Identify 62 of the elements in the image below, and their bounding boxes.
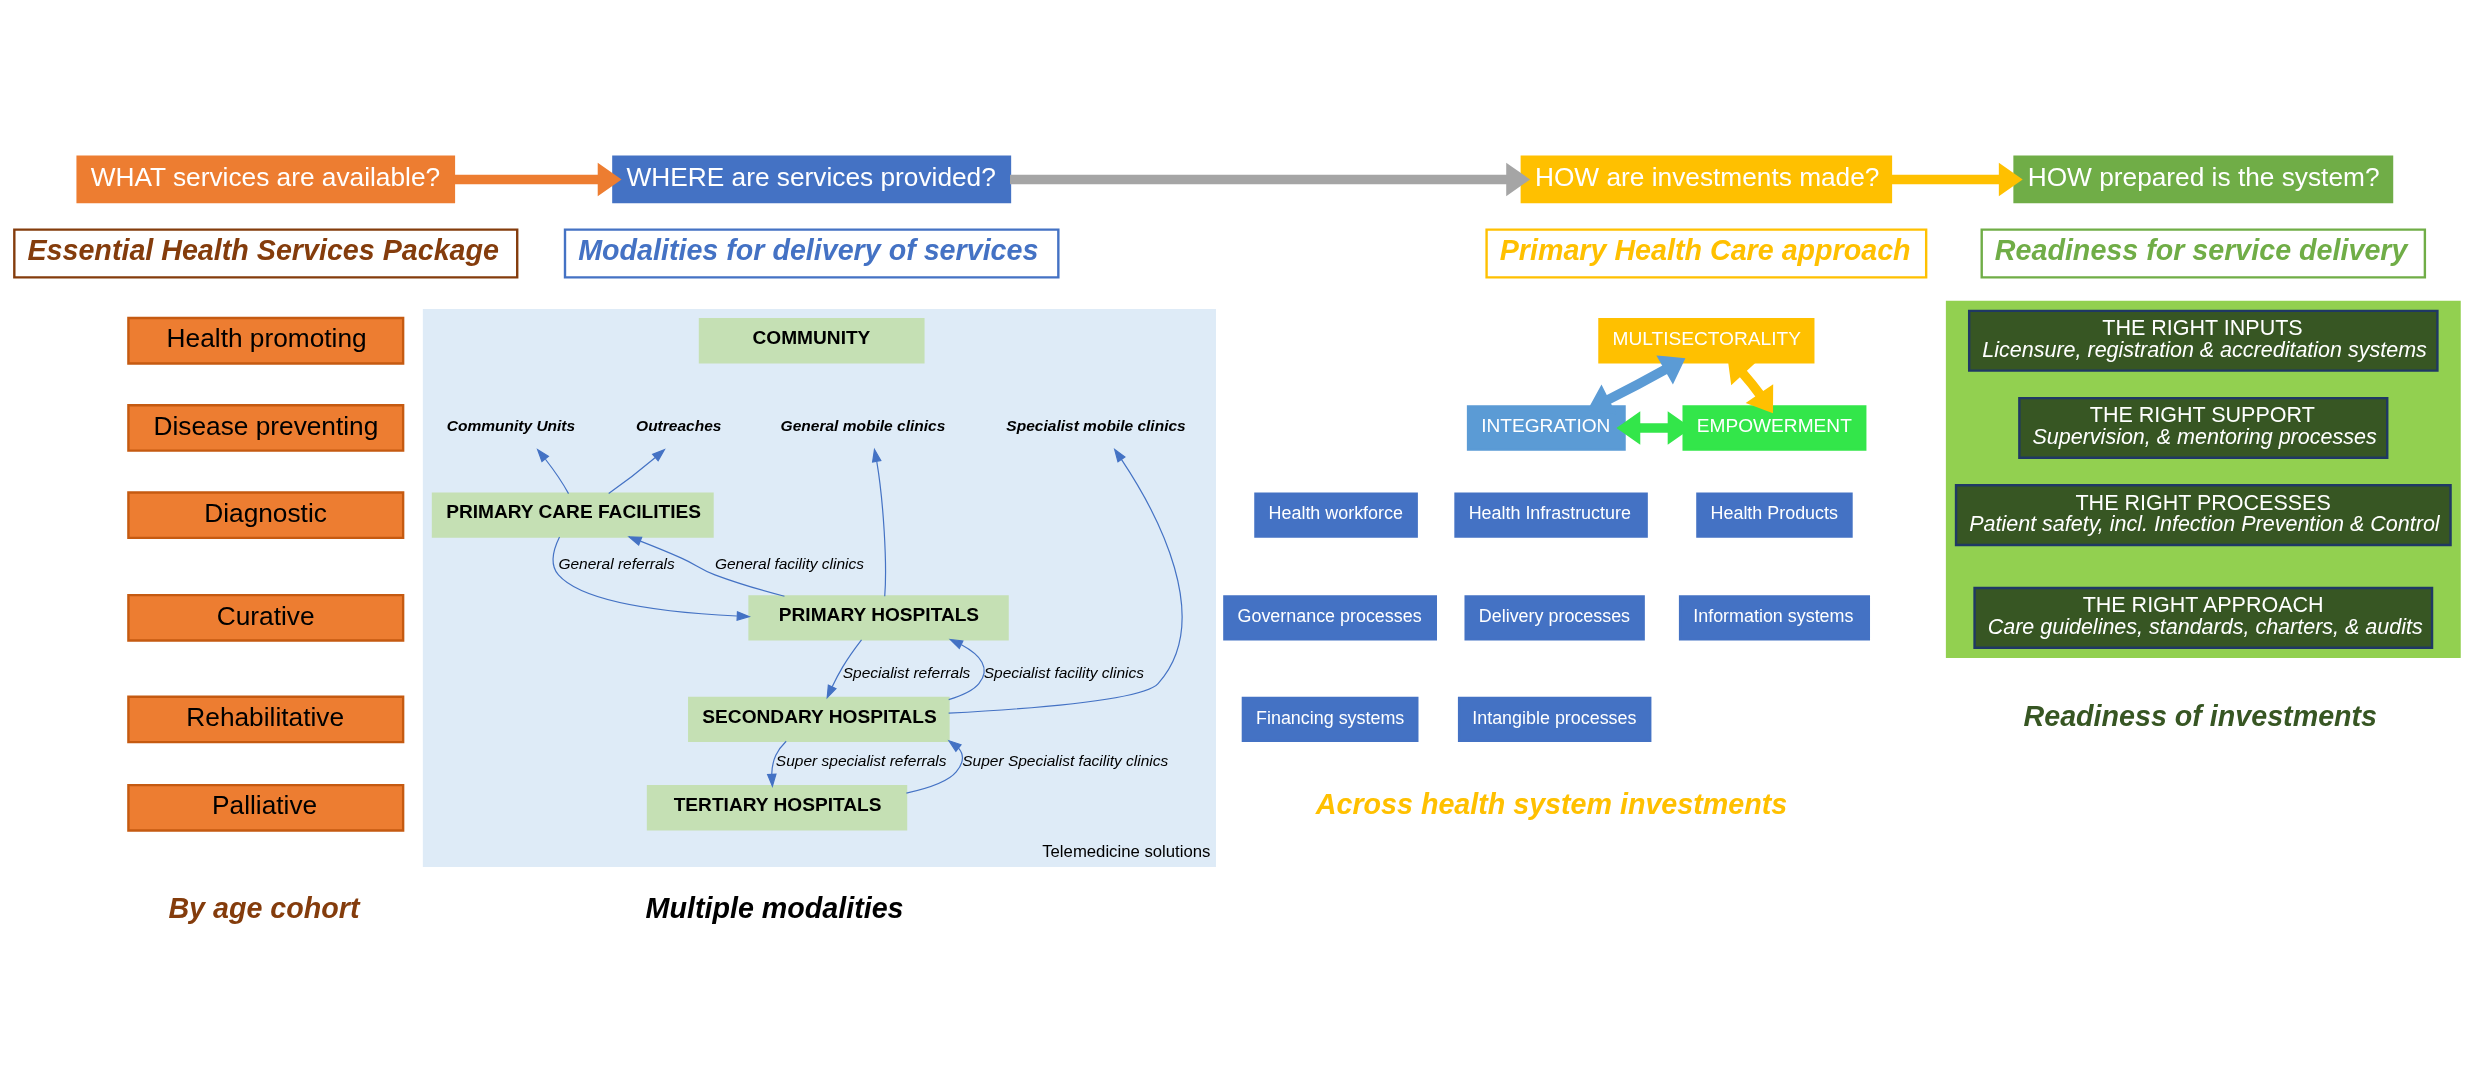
edge-label: General referrals: [558, 554, 675, 572]
node-box: Readiness for service delivery: [1980, 227, 2427, 279]
node-box: Rehabilitative: [127, 695, 405, 743]
node-text: Community Units: [446, 416, 576, 434]
arrow: [948, 447, 1183, 714]
node-box: Health Infrastructure: [1454, 491, 1648, 538]
node-box: Delivery processes: [1464, 594, 1645, 641]
node-text: General mobile clinics: [780, 416, 946, 434]
node-box: Health workforce: [1254, 491, 1418, 538]
edge-label: Super Specialist facility clinics: [962, 751, 1169, 769]
label: Across health system investments: [1315, 787, 1788, 820]
arrow: [948, 638, 985, 700]
arrow: [627, 535, 786, 597]
edge-label: Super specialist referrals: [775, 751, 947, 769]
arrow: [1010, 162, 1531, 196]
arrow: [536, 447, 570, 494]
arrow: [552, 535, 751, 621]
node-box: EMPOWERMENT: [1682, 404, 1867, 451]
cluster: [1945, 300, 2461, 658]
edge-label: Specialist facility clinics: [983, 663, 1145, 681]
node-box: Modalities for delivery of services: [563, 227, 1060, 279]
node-box: TERTIARY HOSPITALS: [646, 784, 908, 830]
arrow: [608, 447, 666, 494]
node-text: Specialist mobile clinics: [1006, 416, 1186, 434]
node-box: THE RIGHT APPROACH Care guidelines, standards, charters, & audits: [1973, 586, 2434, 649]
arrow: [453, 162, 622, 196]
edge-label: Specialist referrals: [842, 663, 971, 681]
node-box: Disease preventing: [127, 403, 405, 452]
node-box: INTEGRATION: [1466, 404, 1626, 451]
node-box: MULTISECTORALITY: [1598, 317, 1815, 363]
node-text: Outreaches: [636, 416, 722, 434]
arrow: [826, 638, 863, 699]
node-box: THE RIGHT SUPPORT Supervision, & mentoring processes: [2018, 396, 2389, 459]
node-box: Governance processes: [1223, 594, 1437, 641]
node-box: WHAT services are available?: [76, 155, 456, 203]
node-box: HOW prepared is the system?: [2013, 155, 2394, 203]
node-box: Financing systems: [1241, 696, 1419, 742]
label: By age cohort: [168, 891, 360, 924]
node-box: WHERE are services provided?: [612, 155, 1012, 203]
node-box: Health promoting: [127, 316, 405, 365]
edge-label: General facility clinics: [714, 554, 865, 572]
node-box: COMMUNITY: [698, 317, 925, 363]
arrow: [871, 447, 887, 597]
node-box: Palliative: [127, 783, 405, 832]
node-box: Information systems: [1678, 594, 1871, 641]
node-box: HOW are investments made?: [1520, 155, 1893, 203]
label: Multiple modalities: [645, 891, 904, 924]
node-box: Health Products: [1696, 491, 1853, 538]
node-box: Essential Health Services Package: [13, 227, 519, 279]
node-box: PRIMARY CARE FACILITIES: [431, 491, 714, 538]
node-box: PRIMARY HOSPITALS: [748, 594, 1009, 641]
node-box: Diagnostic: [127, 490, 405, 539]
node-box: Primary Health Care approach: [1485, 227, 1928, 279]
label: Readiness of investments: [2023, 699, 2378, 732]
arrow: [1891, 162, 2023, 196]
node-box: THE RIGHT INPUTS Licensure, registration & accreditation systems: [1967, 309, 2439, 372]
node-box: Intangible processes: [1457, 696, 1652, 742]
node-box: Curative: [127, 593, 405, 642]
node-box: SECONDARY HOSPITALS: [688, 696, 950, 742]
node-box: THE RIGHT PROCESSES Patient safety, incl. Infection Prevention & Control: [1954, 483, 2452, 546]
arrow: [905, 739, 963, 794]
arrow: [766, 740, 787, 788]
